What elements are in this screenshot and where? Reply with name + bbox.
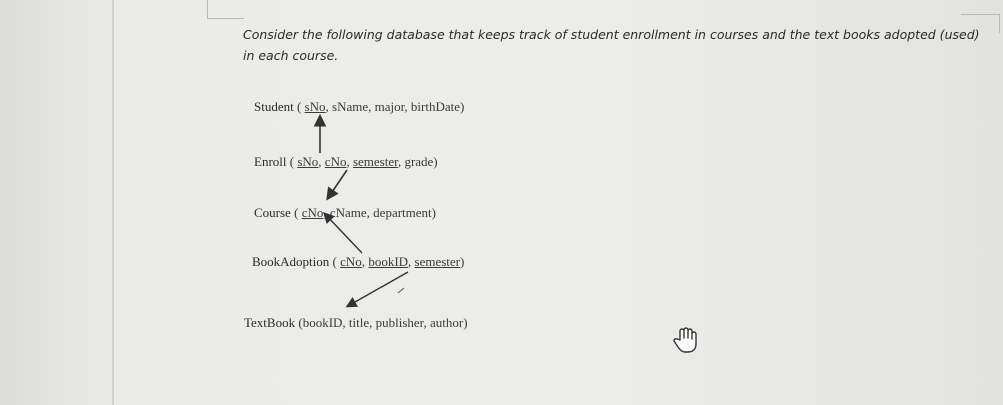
schema-student: Student ( sNo, sName, major, birthDate) bbox=[254, 99, 465, 114]
schema-course: Course ( cNo, cName, department) bbox=[254, 205, 436, 220]
key-attribute: semester bbox=[414, 254, 461, 269]
crop-corner-top-right bbox=[961, 14, 1000, 33]
key-attribute: cNo bbox=[301, 205, 324, 220]
key-attribute: cNo bbox=[340, 254, 362, 269]
arrow-bookadoption-to-course bbox=[323, 211, 363, 254]
key-attribute: bookID bbox=[368, 254, 409, 269]
key-attribute: sNo bbox=[304, 99, 326, 114]
question-text: Consider the following database that kee… bbox=[243, 27, 980, 63]
relation-name: Course bbox=[254, 205, 291, 220]
key-attribute: bookID bbox=[302, 315, 343, 330]
hand-pointer-icon bbox=[673, 327, 697, 353]
arrow-enroll-to-course bbox=[326, 169, 348, 201]
relation-name: Student bbox=[254, 99, 294, 114]
arrow-bookadoption-to-textbook bbox=[345, 271, 409, 308]
schema-bookadoption: BookAdoption ( cNo, bookID, semester) bbox=[252, 254, 465, 269]
key-attribute: sNo bbox=[297, 154, 319, 169]
schema-enroll: Enroll ( sNo, cNo, semester, grade) bbox=[254, 154, 438, 169]
margin-line bbox=[112, 0, 114, 405]
crop-corner-top-left bbox=[207, 0, 244, 19]
key-attribute: semester bbox=[352, 154, 398, 169]
relation-name: BookAdoption bbox=[252, 254, 330, 269]
arrow-stroke-mark bbox=[397, 287, 405, 294]
key-attribute: cNo bbox=[324, 154, 347, 169]
relation-name: Enroll bbox=[254, 154, 287, 169]
relation-name: TextBook bbox=[244, 315, 296, 330]
schema-textbook: TextBook (bookID, title, publisher, auth… bbox=[244, 315, 468, 330]
